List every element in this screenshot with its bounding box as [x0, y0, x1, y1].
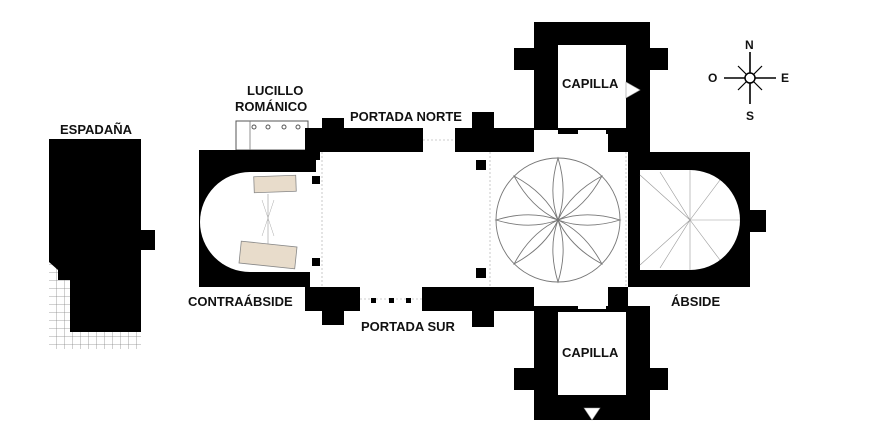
- vault-petal: [552, 219, 564, 284]
- capilla-norte-interior: [558, 45, 626, 128]
- capilla-sur-interior: [558, 312, 626, 395]
- label-abside: ÁBSIDE: [671, 294, 720, 309]
- label-lucillo-line1: LUCILLO: [247, 83, 303, 98]
- vault-petal: [513, 219, 559, 265]
- vault-petal: [557, 175, 603, 221]
- vault-petal: [552, 156, 564, 221]
- compass-s: S: [746, 109, 754, 123]
- nave-interior: [322, 152, 472, 287]
- portada-sur-opening: [360, 289, 422, 309]
- compass-e: E: [781, 71, 789, 85]
- portada-norte-opening: [423, 130, 455, 150]
- label-capilla-sur: CAPILLA: [562, 345, 619, 360]
- vault-petal: [513, 175, 559, 221]
- vault-petal: [557, 214, 622, 226]
- espadana-structure: [49, 139, 155, 349]
- crossing-vault: [494, 156, 622, 284]
- abside-vault-ribs: [639, 170, 740, 270]
- label-portada-sur: PORTADA SUR: [361, 319, 456, 334]
- compass-rose: N S O E: [708, 38, 789, 123]
- vault-petal: [557, 219, 603, 265]
- compass-n: N: [745, 38, 754, 52]
- label-contraabside: CONTRAÁBSIDE: [188, 294, 293, 309]
- label-capilla-norte: CAPILLA: [562, 76, 619, 91]
- tombs: [238, 174, 298, 270]
- label-lucillo-line2: ROMÁNICO: [235, 99, 307, 114]
- compass-o: O: [708, 71, 717, 85]
- vault-petal: [494, 214, 559, 226]
- label-espadana: ESPADAÑA: [60, 122, 133, 137]
- label-portada-norte: PORTADA NORTE: [350, 109, 462, 124]
- lucillo-romanico-outline: [235, 120, 309, 151]
